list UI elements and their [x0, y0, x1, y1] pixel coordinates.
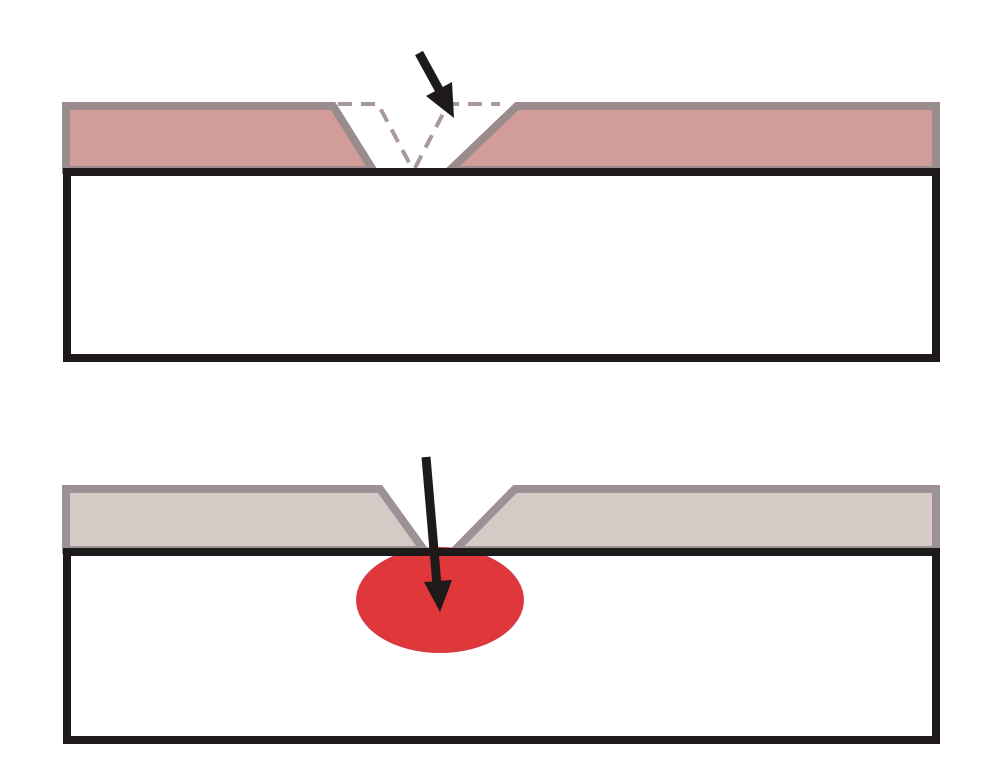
top-ablated-outline	[338, 102, 414, 169]
bottom-arrowhead	[424, 580, 452, 612]
top-panel	[62, 50, 940, 362]
bottom-coating-left	[62, 485, 432, 554]
top-arrowhead	[426, 82, 454, 118]
top-coating-right	[440, 102, 940, 174]
bottom-panel	[62, 456, 940, 744]
top-coating-left	[62, 102, 381, 174]
top-substrate	[63, 168, 940, 362]
arrow-down-icon	[421, 456, 442, 586]
bottom-coating-right	[445, 485, 940, 554]
